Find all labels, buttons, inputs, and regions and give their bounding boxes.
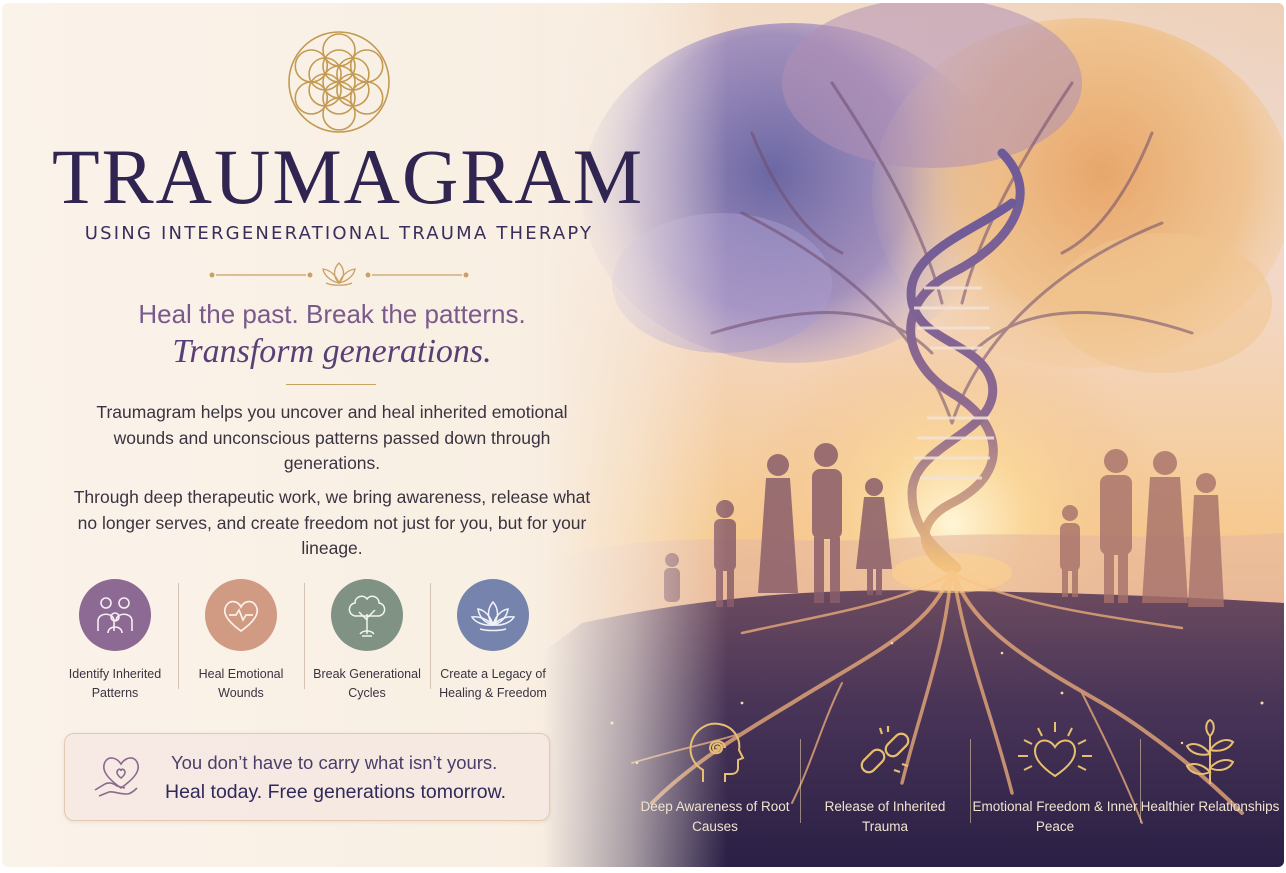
feature-legacy: Create a Legacy of Healing & Freedom <box>430 577 556 700</box>
tagline-script: Transform generations. <box>172 333 492 370</box>
radiant-heart-icon <box>970 715 1140 791</box>
heart-icon <box>205 579 277 651</box>
poster: TRAUMAGRAM USING INTERGENERATIONAL TRAUM… <box>2 3 1284 867</box>
intro-paragraph: Traumagram helps you uncover and heal in… <box>96 402 568 473</box>
feature-identify-patterns: Identify Inherited Patterns <box>52 577 178 700</box>
tree-dna-illustration <box>542 3 1284 867</box>
features-row: Identify Inherited Patterns Heal Emotion… <box>52 577 558 700</box>
benefit-release: Release of Inherited Trauma <box>800 715 970 845</box>
benefit-label: Emotional Freedom & Inner Peace <box>972 799 1138 834</box>
callout-line-2: Heal today. Free generations tomorrow. <box>165 781 507 803</box>
brand-subtitle: USING INTERGENERATIONAL TRAUMA THERAPY <box>84 223 594 244</box>
broken-chain-icon <box>800 715 970 791</box>
brand-title: TRAUMAGRAM <box>52 133 645 220</box>
benefit-label: Release of Inherited Trauma <box>824 799 946 834</box>
benefit-relationships: Healthier Relationships <box>1140 715 1280 845</box>
lotus-ornament <box>206 259 472 289</box>
feature-heal-wounds: Heal Emotional Wounds <box>178 577 304 700</box>
callout-line-1: You don’t have to carry what isn’t yours… <box>171 752 498 773</box>
lotus-icon <box>457 579 529 651</box>
sprout-icon <box>1140 715 1280 791</box>
flower-of-life-icon <box>286 29 392 135</box>
tree-icon <box>331 579 403 651</box>
benefit-awareness: Deep Awareness of Root Causes <box>630 715 800 845</box>
head-spiral-icon <box>630 715 800 791</box>
approach-paragraph: Through deep therapeutic work, we bring … <box>73 487 591 558</box>
family-icon <box>79 579 151 651</box>
feature-label: Heal Emotional Wounds <box>198 667 284 700</box>
benefit-label: Deep Awareness of Root Causes <box>640 799 790 834</box>
feature-label: Break Generational Cycles <box>313 667 421 700</box>
benefit-emotional-freedom: Emotional Freedom & Inner Peace <box>970 715 1140 845</box>
tagline: Heal the past. Break the patterns. <box>138 299 526 329</box>
hand-heart-icon <box>91 750 149 804</box>
benefit-label: Healthier Relationships <box>1140 799 1280 814</box>
feature-break-cycles: Break Generational Cycles <box>304 577 430 700</box>
divider <box>286 384 376 385</box>
callout-box: You don’t have to carry what isn’t yours… <box>64 733 550 821</box>
feature-label: Identify Inherited Patterns <box>68 667 162 700</box>
benefits-row: Deep Awareness of Root Causes Release of… <box>630 715 1280 845</box>
feature-label: Create a Legacy of Healing & Freedom <box>439 667 547 700</box>
